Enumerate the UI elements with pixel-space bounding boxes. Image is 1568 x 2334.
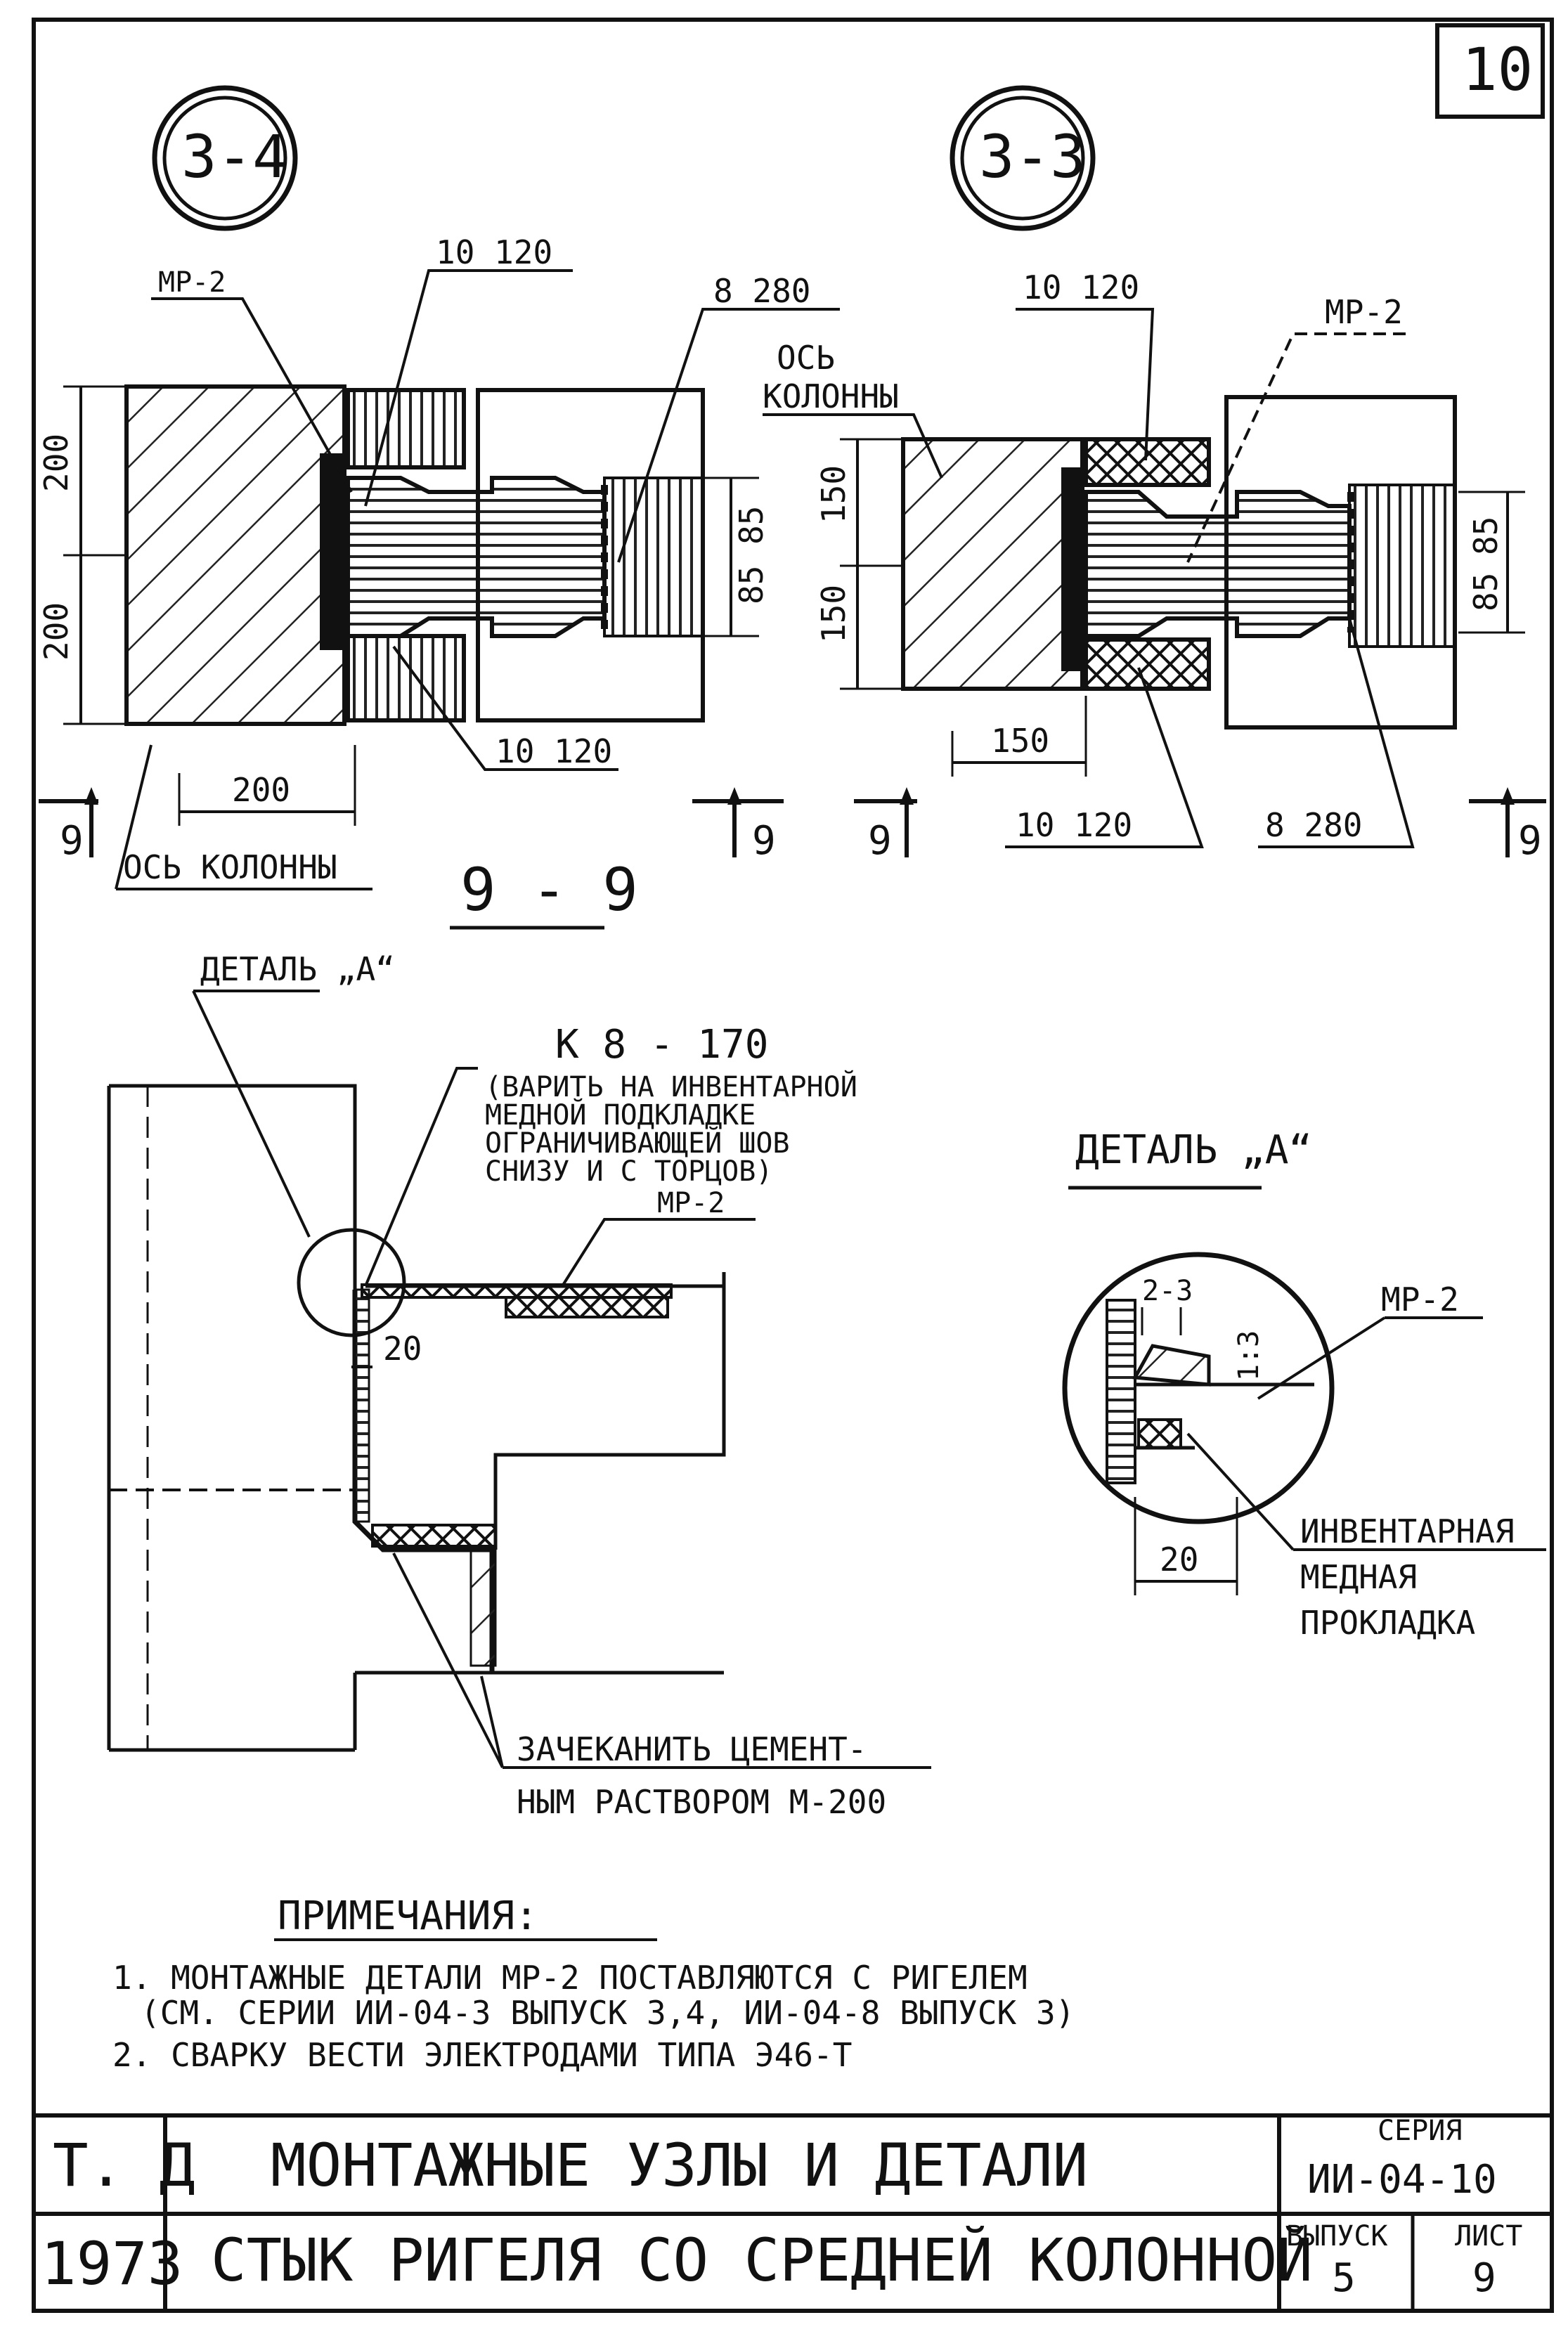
column-plate-left [320,453,342,650]
column-plate-right [1061,467,1081,671]
weld-note-line3: ОГРАНИЧИВАЮЩЕЙ ШОВ [485,1126,789,1160]
bracket-top-left [346,388,466,469]
pad-label-line2: МЕДНАЯ [1300,1558,1417,1596]
weld-note-line2: МЕДНОЙ ПОДКЛАДКЕ [485,1098,756,1132]
label-mr2-right: МР-2 [1325,293,1403,331]
note-2: 2. СВАРКУ ВЕСТИ ЭЛЕКТРОДАМИ ТИПА Э46-Т [112,2036,852,2074]
series-label: СЕРИЯ [1378,2115,1462,2147]
weld-note-line1: (ВАРИТЬ НА ИНВЕНТАРНОЙ [485,1070,857,1103]
series-value: ИИ-04-10 [1307,2157,1497,2203]
label-detail-a-ref: ДЕТАЛЬ „А“ [200,950,395,988]
detail-a: ДЕТАЛЬ „А“ 2-3 1:3 МР-2 20 ИНВЕНТАРНАЯ М… [1062,1127,1546,1642]
joint-3-4: 200 200 85 85 200 МР-2 10 120 8 280 10 1… [37,233,840,890]
detail-a-title: ДЕТАЛЬ „А“ [1075,1127,1312,1173]
label-mr2-left: МР-2 [158,266,226,299]
dim-20-detail: 20 [1160,1541,1198,1578]
pad-label-line1: ИНВЕНТАРНАЯ [1300,1512,1515,1550]
section-9-9: 9 - 9 ДЕТАЛЬ „А“ К 8 - 170 (ВАРИТЬ НА ИН… [107,855,931,1821]
label-weld-10-120-bottom-right: 10 120 [1016,806,1132,844]
dim-200-bottom-left: 200 [37,602,75,661]
beam-hatch-right [1348,484,1456,648]
section-mark-9-a: 9 [60,818,84,864]
label-weld-10-120-top-left: 10 120 [436,233,552,271]
title-block-title2: СТЫК РИГЕЛЯ СО СРЕДНЕЙ КОЛОННОЙ [211,2226,1313,2295]
dim-85-top-left: 85 [732,506,770,545]
notes: ПРИМЕЧАНИЯ: 1. МОНТАЖНЫЕ ДЕТАЛИ МР-2 ПОС… [112,1893,1075,2074]
label-axis-line2-right: КОЛОННЫ [763,377,899,415]
label-axis-line1-right: ОСЬ [777,339,835,377]
label-weld-8-280-left: 8 280 [713,272,810,310]
dim-20-section: 20 [383,1330,422,1368]
caulk-line2: НЫМ РАСТВОРОМ М-200 [517,1783,886,1821]
label-weld-8-280-right: 8 280 [1265,806,1362,844]
column-concrete-right [901,437,1084,691]
marker-left-label: 3-4 [181,122,288,191]
sheet-number: 10 [1462,35,1533,104]
beam-end-right [1084,490,1352,638]
detail-a-callout-circle [297,1228,406,1337]
caulk-line1: ЗАЧЕКАНИТЬ ЦЕМЕНТ- [517,1730,867,1768]
pad-label-line3: ПРОКЛАДКА [1300,1604,1475,1642]
label-weld-10-120-bottom-left: 10 120 [495,732,612,770]
dim-85-top-right: 85 [1467,517,1505,555]
marker-left: 3-4 [152,85,298,231]
bracket-bottom-right [1084,637,1211,691]
label-mr2-detail: МР-2 [1381,1281,1459,1318]
label-axis-left: ОСЬ КОЛОННЫ [123,848,337,886]
notes-title: ПРИМЕЧАНИЯ: [278,1893,538,1939]
slope-label: 1:3 [1233,1330,1265,1381]
label-weld-10-120-top-right: 10 120 [1023,268,1139,306]
marker-right: 3-3 [950,85,1096,231]
dim-85-bottom-left: 85 [732,566,770,604]
title-block: Т. Д 1973 МОНТАЖНЫЕ УЗЛЫ И ДЕТАЛИ СТЫК Р… [34,2113,1552,2311]
section-mark-9-d: 9 [1518,818,1542,864]
dim-150-bottom-right: 150 [815,585,853,643]
dim-200-top-left: 200 [37,434,75,492]
marker-right-label: 3-3 [979,122,1086,191]
title-block-year: 1973 [41,2229,183,2298]
section-title: 9 - 9 [460,855,638,924]
label-weld-k8-170: К 8 - 170 [555,1022,768,1068]
sheet-value: 9 [1472,2255,1496,2301]
dim-85-bottom-right: 85 [1467,573,1505,611]
gap-label: 2-3 [1142,1275,1193,1307]
dim-150-top-right: 150 [815,465,853,524]
sheet-label: ЛИСТ [1455,2220,1522,2252]
bracket-bottom-left [346,634,466,722]
label-mr2-section: МР-2 [657,1187,725,1219]
note-1-cont: (СМ. СЕРИИ ИИ-04-3 ВЫПУСК 3,4, ИИ-04-8 В… [141,1994,1075,2032]
issue-value: 5 [1332,2255,1356,2301]
issue-label: ВЫПУСК [1286,2220,1388,2252]
sheet-number-box: 10 [1435,23,1545,119]
weld-note-line4: СНИЗУ И С ТОРЦОВ) [485,1155,772,1188]
section-mark-9-b: 9 [752,818,776,864]
column-concrete-left [124,384,346,726]
title-block-org: Т. Д [53,2131,195,2200]
title-block-title1: МОНТАЖНЫЕ УЗЛЫ И ДЕТАЛИ [271,2131,1088,2200]
section-mark-9-c: 9 [868,818,892,864]
sheet-frame [32,18,1554,2313]
dim-200-horiz-left: 200 [232,771,290,809]
dim-150-horiz-right: 150 [991,722,1049,760]
joint-3-3: 150 150 85 85 150 ОСЬ КОЛОННЫ 10 120 МР-… [763,268,1546,864]
note-1: 1. МОНТАЖНЫЕ ДЕТАЛИ МР-2 ПОСТАВЛЯЮТСЯ С … [112,1959,1028,1997]
